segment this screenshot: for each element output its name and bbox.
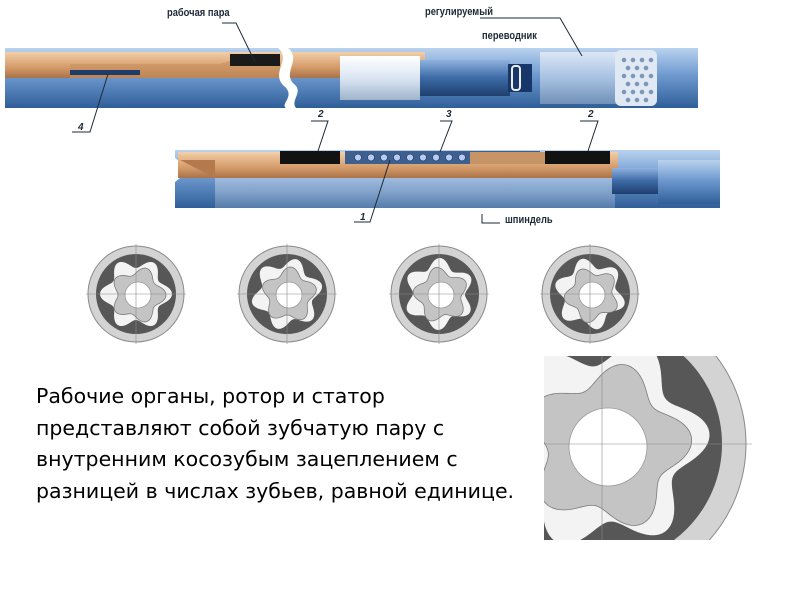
- middle-bit-sub: [658, 160, 720, 204]
- top-shaft-light: [340, 56, 420, 100]
- label-num-2a: 2: [318, 109, 324, 120]
- leader-spindle: [481, 214, 500, 224]
- label-working-pair: рабочая пара: [167, 7, 230, 19]
- leader-4: [72, 73, 109, 133]
- section-rotor-bore: [427, 281, 455, 309]
- top-coupling: [420, 60, 510, 96]
- top-assembly: [5, 48, 698, 108]
- leader-2a: [311, 120, 329, 152]
- cross-section-1: [86, 244, 186, 344]
- leader-3: [439, 120, 453, 153]
- label-adjustable-sub-line1: регулируемый: [425, 6, 493, 18]
- cross-sections: [86, 244, 640, 344]
- leader-2b: [580, 120, 599, 152]
- label-num-1: 1: [360, 212, 366, 223]
- middle-casing-bevel: [180, 160, 215, 178]
- top-stator-section: [230, 54, 280, 66]
- label-num-3: 3: [446, 109, 452, 120]
- top-knurl-dots: [621, 57, 654, 103]
- top-break-mark: [278, 48, 298, 108]
- middle-bearing-left: [280, 151, 340, 164]
- top-leaders: [72, 17, 583, 133]
- leader-adjustable-sub: [480, 17, 583, 57]
- top-rod: [70, 70, 140, 75]
- cross-section-3: [389, 244, 489, 344]
- middle-spindle: [215, 178, 615, 208]
- middle-bearing-right: [545, 151, 610, 164]
- middle-balls: [354, 153, 466, 162]
- zoomed-section: [544, 356, 752, 540]
- middle-sleeve: [470, 152, 545, 164]
- cross-section-zoom: [544, 356, 752, 540]
- label-num-4: 4: [78, 122, 84, 133]
- section-rotor-bore: [568, 407, 648, 487]
- label-spindle: шпиндель: [505, 214, 553, 226]
- cross-section-2: [237, 244, 337, 344]
- leader-1: [354, 159, 391, 223]
- label-num-2b: 2: [588, 109, 594, 120]
- label-adjustable-sub-line2: переводник: [482, 30, 537, 42]
- cross-section-4: [540, 244, 640, 344]
- leader-working-pair: [222, 22, 256, 63]
- caption-text: Рабочие органы, ротор и статор представл…: [36, 384, 515, 503]
- section-rotor-bore: [275, 281, 303, 309]
- middle-leaders: [311, 120, 599, 224]
- middle-spindle-neck: [612, 168, 660, 194]
- section-rotor-bore: [578, 281, 606, 309]
- section-rotor-bore: [124, 281, 152, 309]
- middle-assembly: [175, 150, 720, 208]
- top-ring: [511, 65, 521, 91]
- top-sub-body: [540, 52, 620, 104]
